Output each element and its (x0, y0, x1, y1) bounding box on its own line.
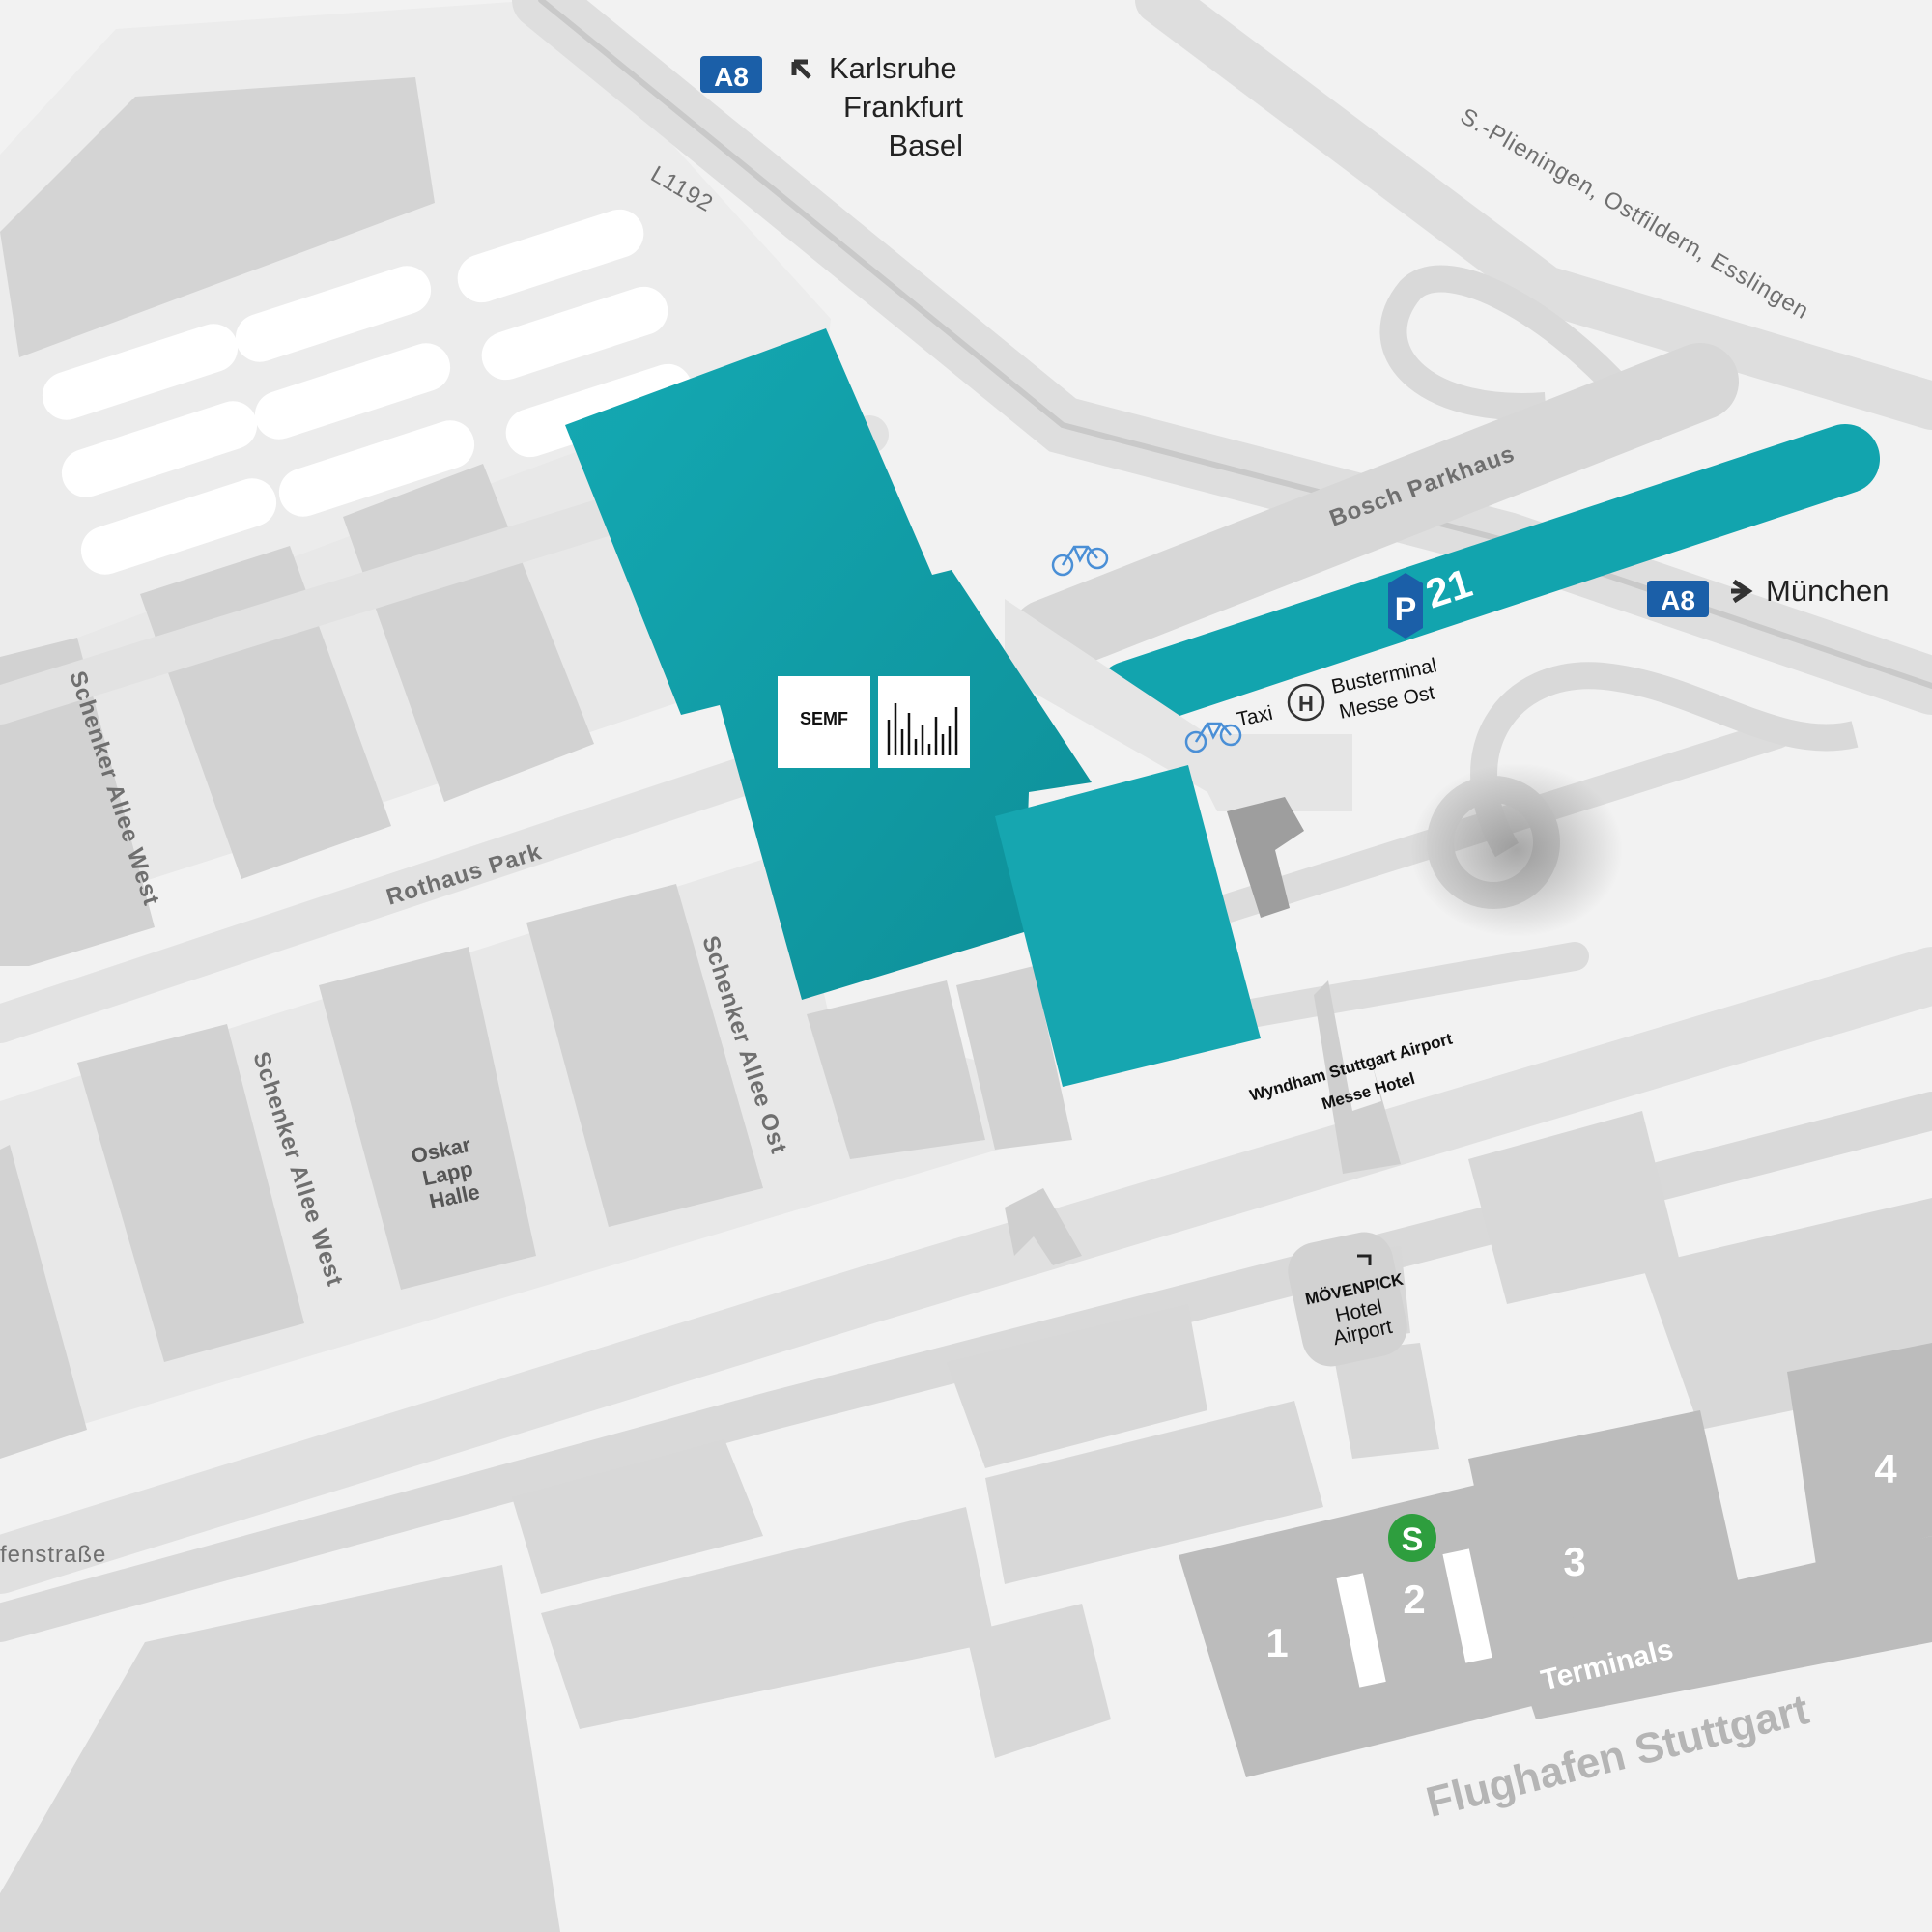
sbahn-icon (1388, 1514, 1436, 1562)
movenpick-logo-icon (1357, 1254, 1372, 1265)
direction-karlsruhe: Karlsruhe (829, 51, 957, 85)
building-small-south (1005, 1188, 1082, 1265)
parking-rows (42, 209, 693, 575)
direction-muenchen: München (1766, 574, 1889, 608)
semf-venue-annex (995, 765, 1261, 1087)
bicycle-icon-2 (1184, 722, 1242, 753)
parking-symbol: P (1395, 591, 1417, 628)
semf-venue-building (565, 328, 1092, 1000)
building-northwest (0, 77, 435, 357)
bus-stop-icon (1287, 683, 1325, 722)
terminal-3: 3 (1563, 1539, 1585, 1584)
arrow-east-icon (1731, 579, 1753, 604)
semf-logo-bars-icon (887, 703, 958, 755)
direction-basel: Basel (888, 128, 963, 162)
bosch-parkhaus-band (1009, 343, 1739, 676)
terminal-4: 4 (1874, 1446, 1897, 1492)
halls-lower (0, 884, 1072, 1459)
terminal-1: 1 (1265, 1620, 1288, 1665)
semf-logo: SEMF (778, 676, 970, 768)
a8-badge-north (700, 56, 762, 93)
a8-badge-east-text: A8 (1661, 585, 1695, 615)
road-label-street-cut: fenstraße (0, 1542, 106, 1568)
building-annex-dark (1227, 797, 1304, 918)
sbahn-symbol: S (1402, 1521, 1424, 1558)
direction-east: A8 München (1647, 574, 1889, 617)
a8-badge-north-text: A8 (714, 62, 749, 92)
bus-stop-symbol: H (1298, 692, 1314, 716)
roundabout-shadow (1410, 763, 1623, 937)
wyndham-building (1314, 980, 1401, 1174)
a8-badge-east (1647, 581, 1709, 617)
bicycle-icon (1051, 545, 1109, 577)
direction-north: A8 Karlsruhe Frankfurt Basel (700, 51, 963, 162)
movenpick-building (1288, 1232, 1407, 1367)
terminals (1179, 1343, 1932, 1777)
parking-icon (1388, 573, 1423, 639)
terminal-2: 2 (1403, 1577, 1425, 1622)
entrance-plaza (1005, 599, 1352, 811)
p21-parking-band (1095, 424, 1880, 730)
arrow-northwest-icon (791, 59, 811, 79)
direction-frankfurt: Frankfurt (843, 90, 963, 124)
semf-logo-text: SEMF (800, 709, 848, 728)
